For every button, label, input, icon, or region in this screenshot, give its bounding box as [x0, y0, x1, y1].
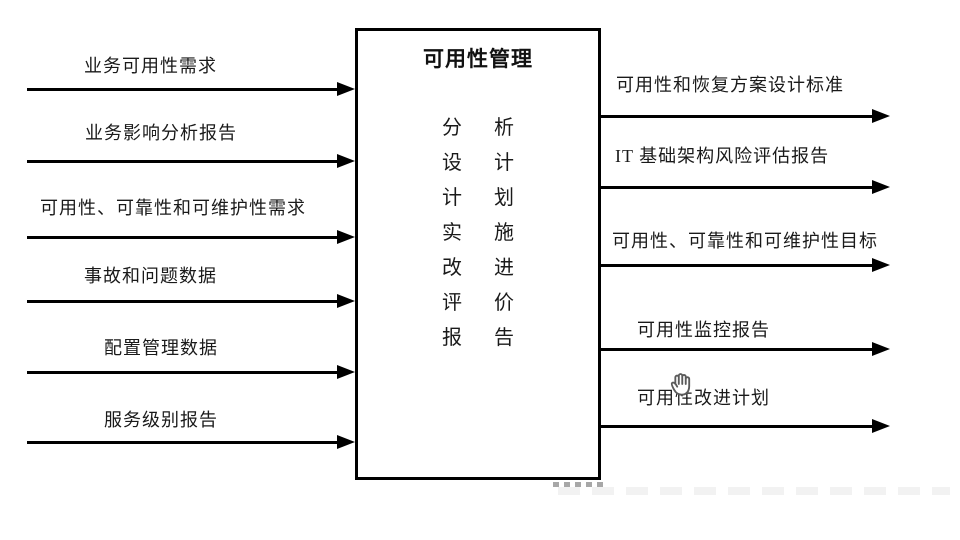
step-char: 进	[494, 257, 514, 279]
step-char: 价	[494, 292, 514, 314]
process-title: 可用性管理	[423, 47, 533, 71]
input-arrow-5	[27, 365, 355, 379]
input-label-business-availability-requirements: 业务可用性需求	[84, 56, 217, 76]
process-step-plan: 计划	[358, 181, 598, 216]
step-char: 计	[442, 187, 462, 209]
watermark-dashes	[553, 482, 603, 487]
step-char: 划	[494, 187, 514, 209]
process-box: 可用性管理 分析 设计 计划 实施 改进 评价 报告	[355, 28, 601, 480]
process-step-implement: 实施	[358, 216, 598, 251]
step-char: 施	[494, 222, 514, 244]
output-arrow-4	[601, 342, 890, 356]
output-label-availability-recovery-design-standards: 可用性和恢复方案设计标准	[616, 75, 844, 95]
step-char: 报	[442, 327, 462, 349]
step-char: 改	[442, 257, 462, 279]
input-arrow-3	[27, 230, 355, 244]
input-label-configuration-management-data: 配置管理数据	[104, 338, 218, 358]
output-label-availability-reliability-maintainability-targets: 可用性、可靠性和可维护性目标	[612, 231, 878, 251]
input-arrow-4	[27, 294, 355, 308]
input-label-business-impact-analysis-report: 业务影响分析报告	[85, 123, 237, 143]
step-char: 分	[442, 117, 462, 139]
input-label-availability-reliability-maintainability-requirements: 可用性、可靠性和可维护性需求	[40, 198, 306, 218]
step-char: 实	[442, 222, 462, 244]
output-arrow-2	[601, 180, 890, 194]
input-label-incident-problem-data: 事故和问题数据	[84, 266, 217, 286]
step-char: 评	[442, 292, 462, 314]
step-char: 告	[494, 327, 514, 349]
output-arrow-5	[601, 419, 890, 433]
step-char: 计	[494, 152, 514, 174]
process-step-improve: 改进	[358, 251, 598, 286]
input-arrow-6	[27, 435, 355, 449]
output-arrow-3	[601, 258, 890, 272]
process-step-evaluate: 评价	[358, 286, 598, 321]
output-label-it-infrastructure-risk-assessment-report: IT 基础架构风险评估报告	[615, 146, 830, 166]
process-step-analysis: 分析	[358, 111, 598, 146]
input-label-service-level-report: 服务级别报告	[104, 410, 218, 430]
step-char: 设	[442, 152, 462, 174]
output-arrow-1	[601, 109, 890, 123]
step-char: 析	[494, 117, 514, 139]
output-label-availability-improvement-plan: 可用性改进计划	[637, 388, 770, 408]
input-arrow-1	[27, 82, 355, 96]
process-steps-list: 分析 设计 计划 实施 改进 评价 报告	[358, 111, 598, 356]
watermark-smudge	[558, 487, 950, 495]
output-label-availability-monitoring-report: 可用性监控报告	[637, 320, 770, 340]
input-arrow-2	[27, 154, 355, 168]
process-step-design: 设计	[358, 146, 598, 181]
process-step-report: 报告	[358, 321, 598, 356]
